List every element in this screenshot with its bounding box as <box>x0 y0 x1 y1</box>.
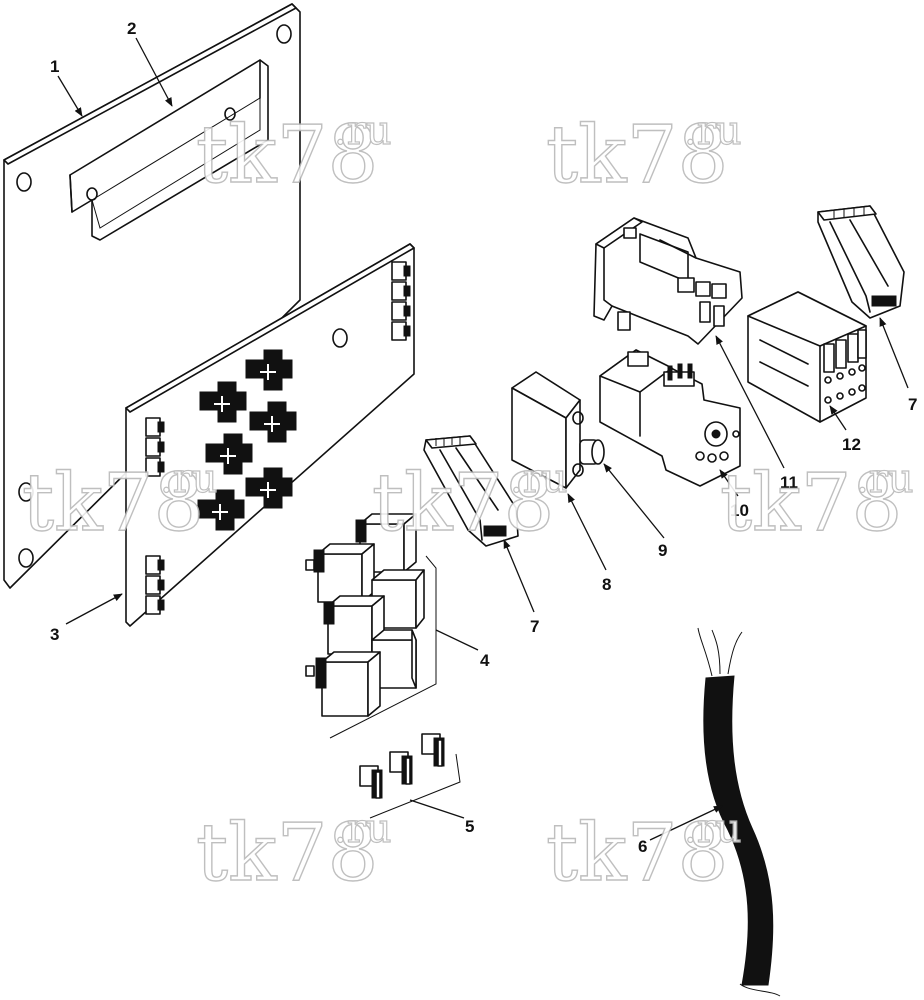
terminal-cover-right <box>817 205 905 319</box>
reset-button <box>579 439 605 465</box>
board-terminals-bottom <box>145 555 165 615</box>
terminal-cover-left <box>423 435 519 547</box>
callout-11: 11 <box>780 473 798 492</box>
cable <box>697 627 781 997</box>
circuit-board <box>125 243 415 627</box>
svg-text:tk78: tk78 <box>546 108 728 201</box>
watermark-2: tk78 .ru <box>545 107 742 201</box>
callout-6: 6 <box>638 837 647 856</box>
callout-4: 4 <box>480 651 490 670</box>
auxiliary-module <box>511 371 584 489</box>
callout-7-left: 7 <box>530 617 539 636</box>
leader-lines <box>57 37 909 841</box>
svg-text:tk78: tk78 <box>372 456 554 549</box>
watermark-5: tk78 .ru <box>719 455 914 549</box>
callout-12: 12 <box>842 435 861 454</box>
watermark-1: tk78 .ru <box>195 107 392 201</box>
din-rail <box>69 59 269 241</box>
svg-text:.ru: .ru <box>334 806 392 852</box>
svg-text:.ru: .ru <box>510 456 568 502</box>
watermarks: tk78 .ru tk78 .ru tk78 .ru tk78 .ru tk78… <box>21 107 914 899</box>
relay-set <box>305 513 437 739</box>
svg-text:tk78: tk78 <box>546 806 728 899</box>
svg-text:.ru: .ru <box>856 456 914 502</box>
svg-text:.ru: .ru <box>160 456 218 502</box>
svg-text:tk78: tk78 <box>196 806 378 899</box>
callout-2: 2 <box>127 19 136 38</box>
callout-1: 1 <box>50 57 59 76</box>
watermark-7: tk78 .ru <box>545 805 742 899</box>
callout-8: 8 <box>602 575 611 594</box>
svg-text:.ru: .ru <box>684 108 742 154</box>
callout-9: 9 <box>658 541 667 560</box>
fuse-set <box>359 733 461 819</box>
callout-7-right: 7 <box>908 395 917 414</box>
watermark-4: tk78 .ru <box>371 455 568 549</box>
relay-sockets <box>197 349 297 531</box>
svg-text:.ru: .ru <box>334 108 392 154</box>
callout-3: 3 <box>50 625 59 644</box>
svg-text:.ru: .ru <box>684 806 742 852</box>
contactor <box>747 291 867 423</box>
svg-text:tk78: tk78 <box>196 108 378 201</box>
watermark-6: tk78 .ru <box>195 805 392 899</box>
svg-text:tk78: tk78 <box>720 456 902 549</box>
svg-text:tk78: tk78 <box>22 456 204 549</box>
callout-5: 5 <box>465 817 474 836</box>
watermark-3: tk78 .ru <box>21 455 218 549</box>
contactor-base <box>593 217 743 345</box>
board-terminals-left <box>145 417 165 477</box>
callout-10: 10 <box>730 501 749 520</box>
callout-labels: 1 2 3 4 5 6 7 7 8 9 10 11 12 <box>50 19 917 856</box>
board-terminals-top <box>391 261 411 341</box>
overload-relay <box>599 349 741 487</box>
